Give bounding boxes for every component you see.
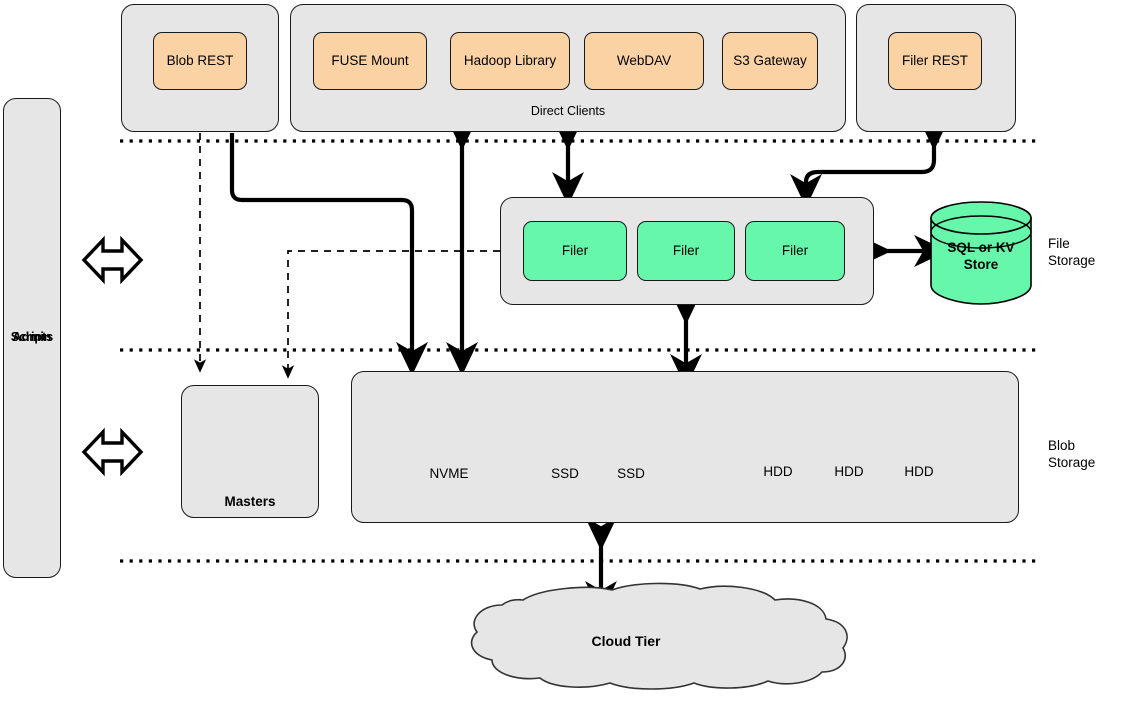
client-s3-gateway[interactable]: S3 Gateway	[722, 32, 818, 90]
client-blob-rest[interactable]: Blob REST	[153, 32, 247, 90]
volume-servers-group	[351, 371, 1019, 523]
sql-kv-store-label-line1: SQL or KV	[947, 240, 1015, 255]
disk-label-nvme: NVME	[429, 466, 469, 481]
disk-label-hdd-1: HDD	[763, 464, 793, 479]
admin-arrow-file	[81, 235, 144, 285]
admin-scripts-label-line2: Scripts	[10, 330, 54, 345]
disk-label-hdd-2: HDD	[834, 464, 864, 479]
filer-node-3[interactable]: Filer	[745, 221, 845, 281]
tier-label-blob-storage-line2: Storage	[1048, 454, 1096, 470]
disk-label-hdd-3: HDD	[904, 464, 934, 479]
disk-label-ssd-2: SSD	[617, 466, 645, 481]
admin-scripts-panel[interactable]: Admin Scripts	[3, 98, 61, 578]
admin-bidirectional-arrows	[81, 235, 144, 477]
admin-arrow-blob	[81, 427, 144, 477]
tier-label-file-storage: File Storage	[1048, 236, 1118, 270]
admin-control-dashed-lines	[193, 133, 500, 379]
client-hadoop-library[interactable]: Hadoop Library	[450, 32, 570, 90]
sql-kv-store-label: SQL or KV Store	[931, 240, 1031, 274]
disk-label-ssd-1: SSD	[551, 466, 579, 481]
direct-clients-caption: Direct Clients	[530, 104, 606, 118]
masters-group	[181, 385, 319, 518]
sql-kv-store-label-line2: Store	[963, 256, 999, 272]
filer-node-2[interactable]: Filer	[637, 221, 735, 281]
tier-label-file-storage-line1: File	[1048, 236, 1070, 251]
cloud-tier-label: Cloud Tier	[591, 633, 661, 649]
tier-label-file-storage-line2: Storage	[1048, 252, 1096, 268]
client-fuse-mount[interactable]: FUSE Mount	[313, 32, 427, 90]
masters-label: Masters	[224, 494, 276, 509]
tier-label-blob-storage-line1: Blob	[1048, 438, 1076, 453]
filer-rest-group	[856, 4, 1016, 132]
client-webdav[interactable]: WebDAV	[584, 32, 704, 90]
tier-label-blob-storage: Blob Storage	[1048, 438, 1118, 472]
admin-scripts-label-line1: Admin	[12, 330, 52, 345]
filer-node-1[interactable]: Filer	[523, 221, 627, 281]
client-filer-rest[interactable]: Filer REST	[888, 32, 982, 90]
